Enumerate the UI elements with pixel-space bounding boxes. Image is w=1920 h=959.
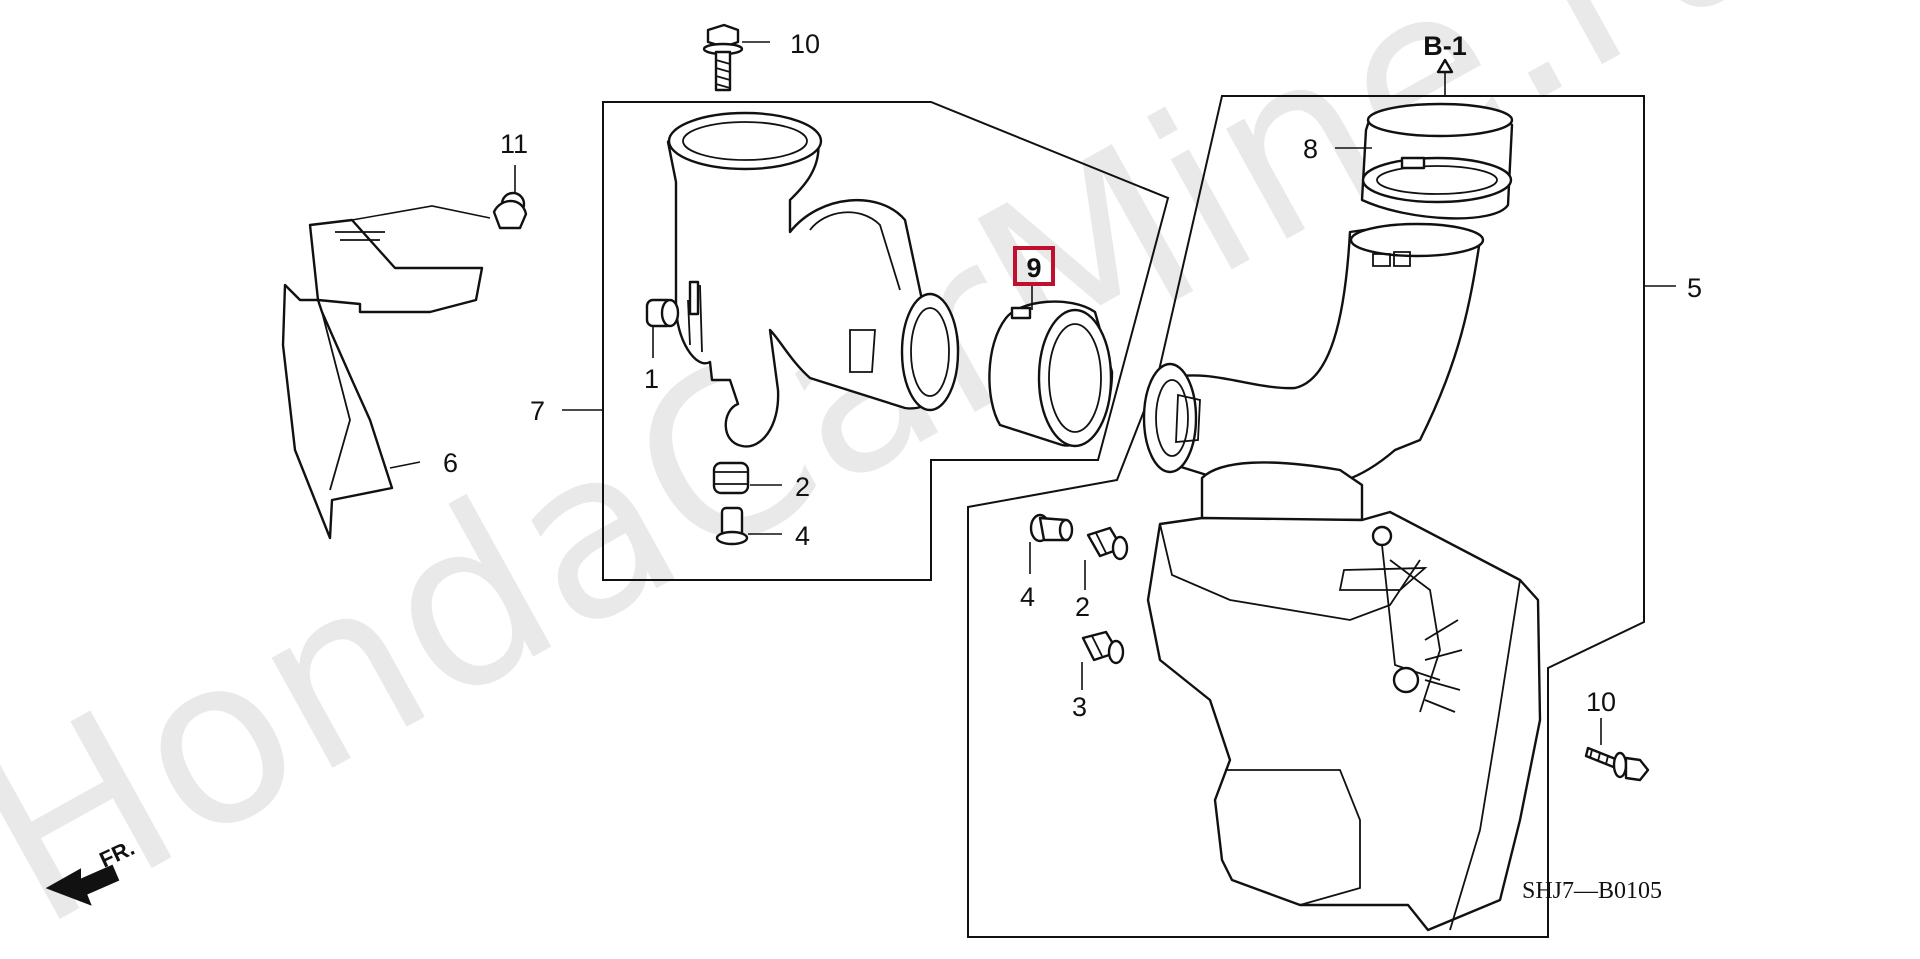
seal-icon [1360,102,1514,220]
grommet-icon [1086,526,1129,561]
bolt-icon [1584,746,1650,782]
grommet-icon [645,298,680,328]
bracket-icon [281,218,484,540]
callout-3: 3 [1072,692,1087,722]
callout-9-highlight [1013,246,1055,286]
arrow-up-icon [1436,58,1454,74]
grommet-icon [712,461,750,495]
leader-line [389,461,421,469]
collar-icon [715,506,749,546]
callout-9: 9 [1026,253,1041,283]
grommet-icon [1081,630,1125,665]
bolt-icon [702,23,744,92]
callout-5: 5 [1687,273,1702,303]
front-direction-arrow-icon [45,864,120,906]
callout-1: 1 [644,364,659,394]
callout-4-left: 4 [795,521,810,551]
callout-7: 7 [530,396,545,426]
clip-icon [492,191,528,230]
callout-11: 11 [500,129,528,159]
callout-4-mid: 4 [1020,582,1035,612]
callout-2-left: 2 [795,472,810,502]
assembly-7-frame [602,101,1170,581]
air-cleaner-housing-icon [1142,222,1542,932]
collar-icon [1029,513,1074,543]
section-ref-b1: B-1 [1423,31,1467,61]
callout-8: 8 [1303,134,1318,164]
callout-6: 6 [443,448,458,478]
leader-line [351,205,491,221]
intake-joint-icon [988,300,1114,448]
intake-duct-icon [666,111,960,448]
callout-2-mid: 2 [1075,592,1090,622]
assembly-5-frame [967,95,1645,938]
callout-10-right: 10 [1586,687,1616,717]
callout-10-top: 10 [790,29,820,59]
diagram-reference-code: SHJ7—B0105 [1522,878,1662,904]
